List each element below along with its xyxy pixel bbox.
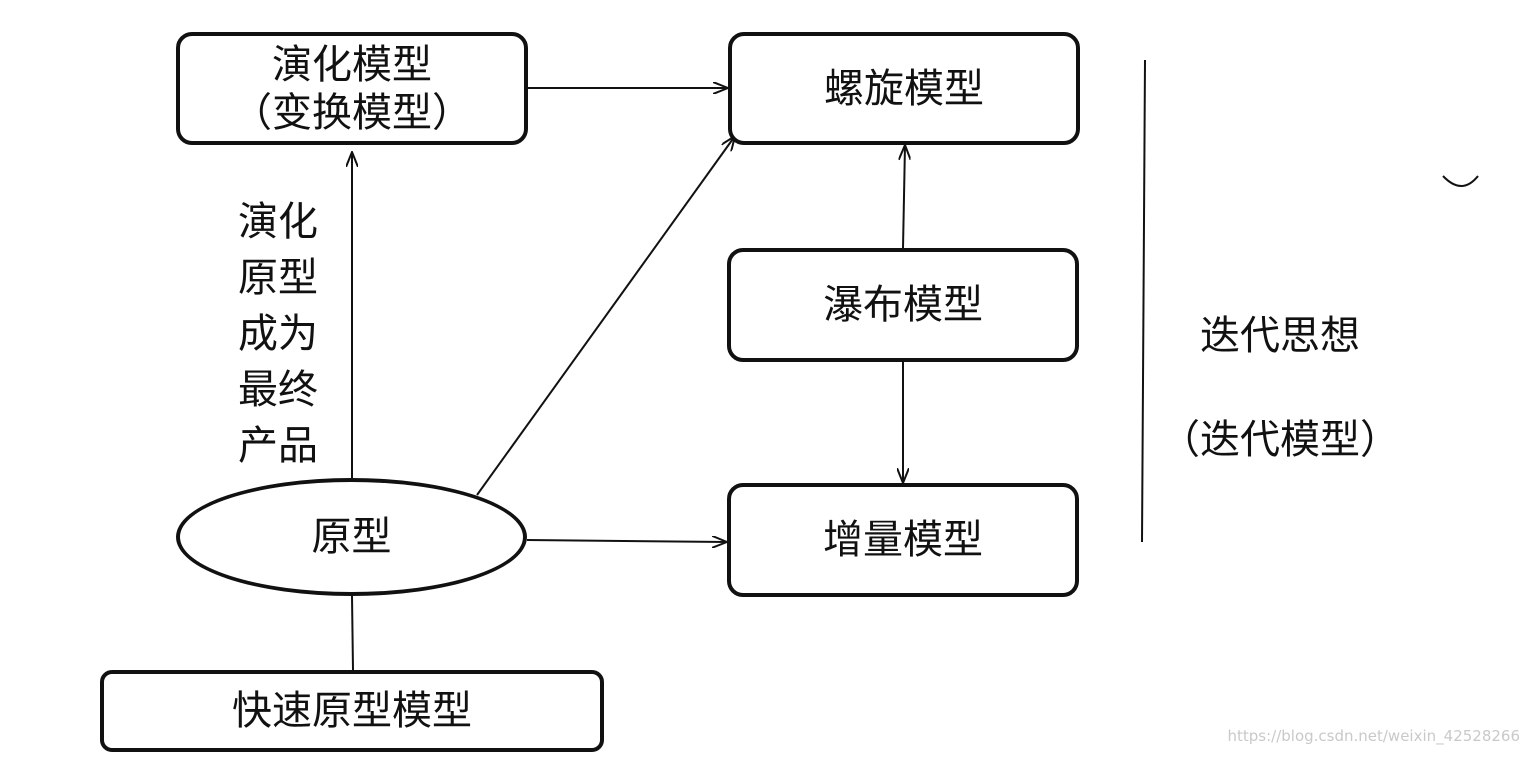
edge-waterfall-to-spiral xyxy=(903,145,905,249)
node-evolution-model-subtitle: （变换模型） xyxy=(232,89,472,136)
node-spiral-model: 螺旋模型 xyxy=(728,32,1080,145)
node-waterfall-model-label: 瀑布模型 xyxy=(823,282,983,328)
node-evolution-model-title: 演化模型 xyxy=(272,41,432,88)
iteration-group-title: 迭代思想 xyxy=(1200,313,1360,359)
iteration-divider-line xyxy=(1141,59,1146,543)
node-waterfall-model: 瀑布模型 xyxy=(727,248,1079,362)
node-evolution-model: 演化模型 （变换模型） xyxy=(176,32,528,145)
small-arc-mark xyxy=(1442,175,1479,187)
edge-label-prototype-becomes-product: 演化 原型 成为 最终 产品 xyxy=(238,199,318,469)
node-prototype: 原型 xyxy=(176,478,527,596)
edge-prototype-to-incremental xyxy=(526,540,727,542)
edge-prototype-to-spiral xyxy=(476,136,735,496)
node-incremental-model-label: 增量模型 xyxy=(823,517,983,563)
watermark-url: https://blog.csdn.net/weixin_42528266 xyxy=(1227,727,1520,745)
node-incremental-model: 增量模型 xyxy=(727,483,1079,597)
node-rapid-prototype-model: 快速原型模型 xyxy=(100,670,604,752)
node-rapid-prototype-model-label: 快速原型模型 xyxy=(232,688,472,734)
node-prototype-label: 原型 xyxy=(311,514,392,560)
edge-prototype-to-rapid-prototype xyxy=(351,595,354,671)
node-spiral-model-label: 螺旋模型 xyxy=(824,65,984,112)
iteration-group-label: 迭代思想 （迭代模型） xyxy=(1150,258,1410,518)
iteration-group-subtitle: （迭代模型） xyxy=(1160,417,1400,463)
